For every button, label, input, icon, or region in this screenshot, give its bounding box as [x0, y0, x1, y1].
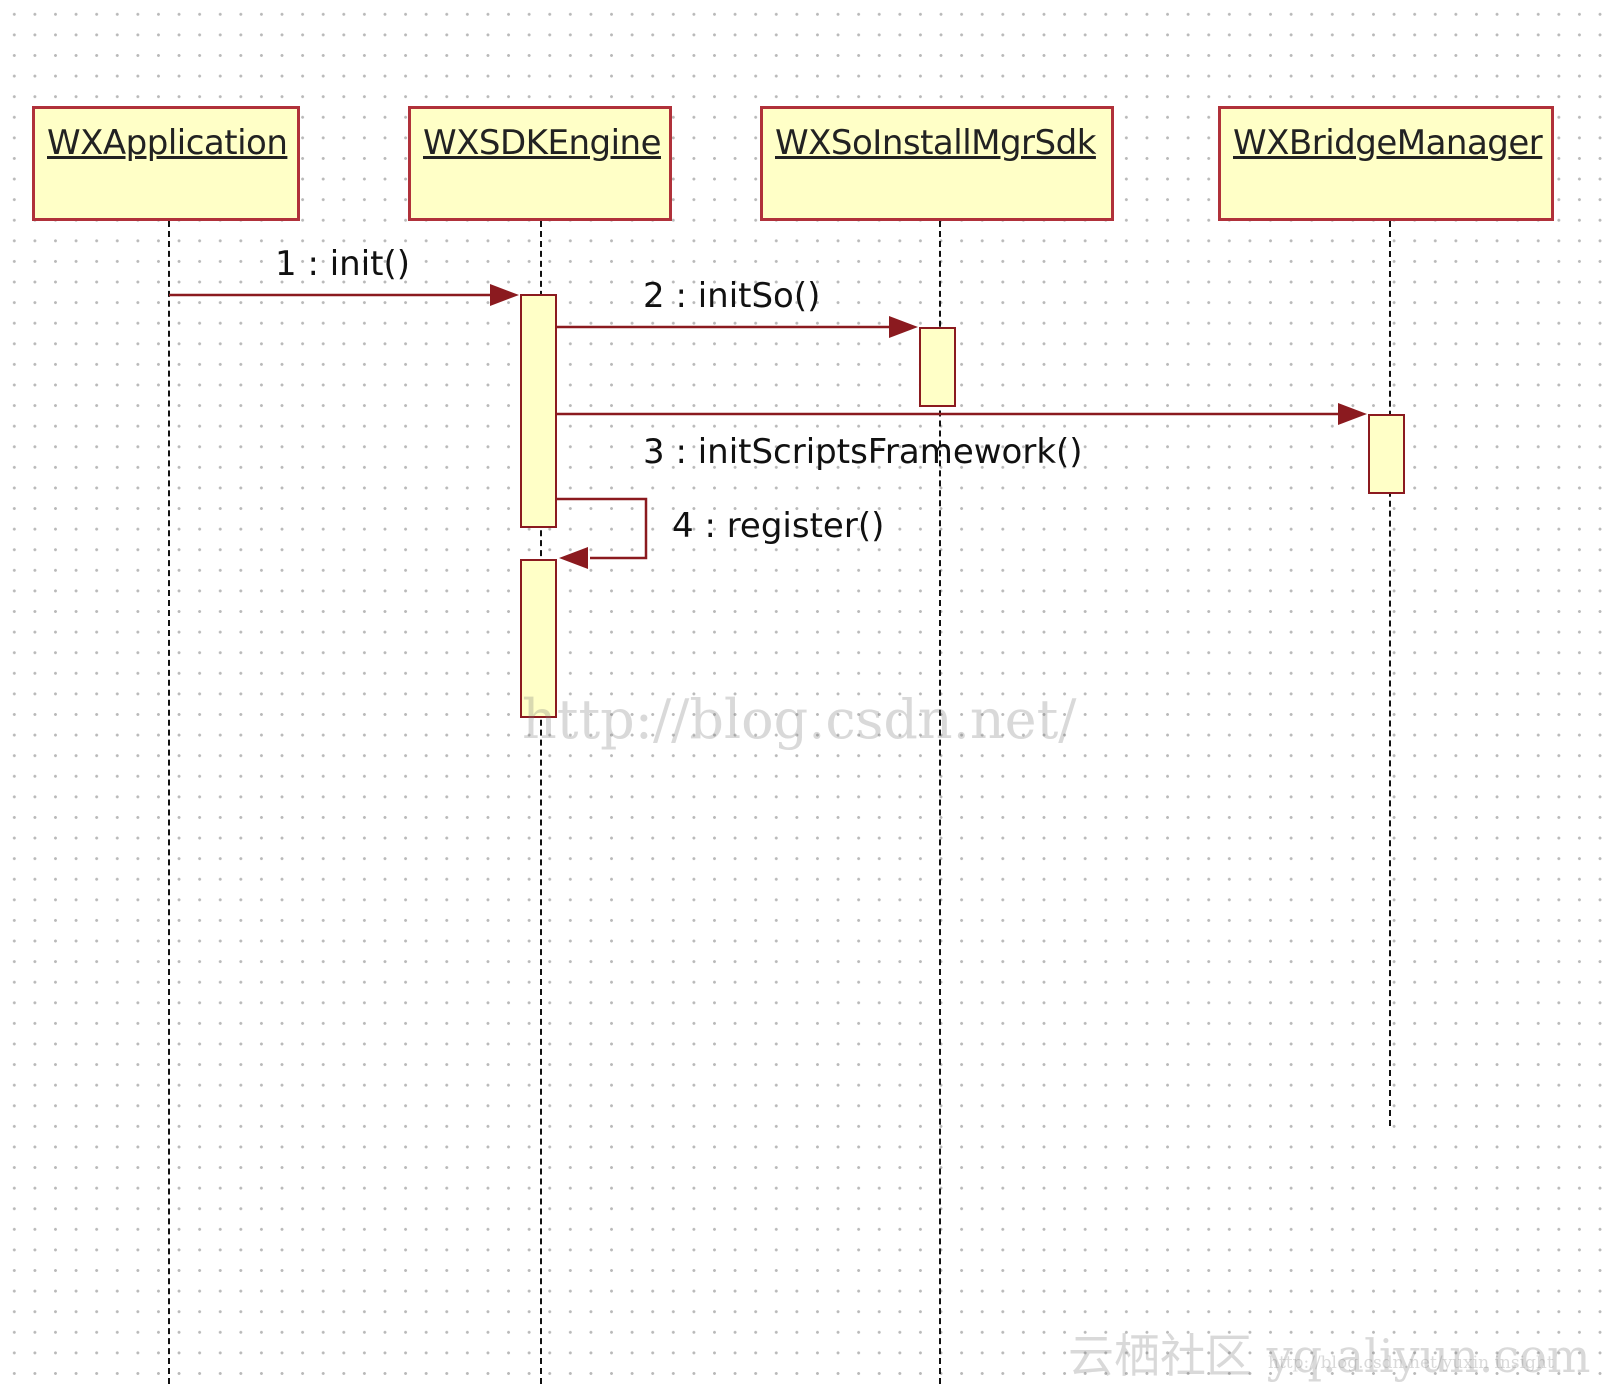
- arrowhead-register: [559, 547, 588, 569]
- lifeline-name: WXBridgeManager: [1233, 123, 1543, 163]
- lifeline-wxsoinstallmgrsdk[interactable]: WXSoInstallMgrSdk: [760, 106, 1114, 221]
- message-label-initso: 2 : initSo(): [643, 276, 821, 316]
- lifeline-dashed-wxbridgemanager: [1389, 221, 1391, 1126]
- arrowhead-init: [490, 284, 519, 306]
- message-arrow-register: [557, 497, 648, 560]
- lifeline-dashed-wxsdkengine: [540, 221, 542, 1384]
- lifeline-wxbridgemanager[interactable]: WXBridgeManager: [1218, 106, 1554, 221]
- lifeline-wxsdkengine[interactable]: WXSDKEngine: [408, 106, 672, 221]
- lifeline-wxapplication[interactable]: WXApplication: [32, 106, 300, 221]
- activation-bar-wxbridgemanager[interactable]: [1368, 414, 1405, 494]
- lifeline-name: WXApplication: [47, 123, 288, 163]
- arrowhead-initscriptsframework: [1338, 403, 1367, 425]
- activation-bar-wxsoinstallmgrsdk[interactable]: [919, 327, 956, 407]
- activation-bar-wxsdkengine-1[interactable]: [520, 294, 557, 528]
- message-label-initscriptsframework: 3 : initScriptsFramework(): [643, 432, 1083, 472]
- activation-bar-wxsdkengine-2[interactable]: [520, 559, 557, 718]
- lifeline-dashed-wxapplication: [168, 221, 170, 1384]
- arrowhead-initso: [889, 316, 918, 338]
- lifeline-dashed-wxsoinstallmgrsdk: [939, 221, 941, 1384]
- message-label-init: 1 : init(): [275, 244, 411, 284]
- message-label-register: 4 : register(): [672, 506, 885, 546]
- lifeline-name: WXSoInstallMgrSdk: [775, 123, 1096, 163]
- lifeline-name: WXSDKEngine: [423, 123, 662, 163]
